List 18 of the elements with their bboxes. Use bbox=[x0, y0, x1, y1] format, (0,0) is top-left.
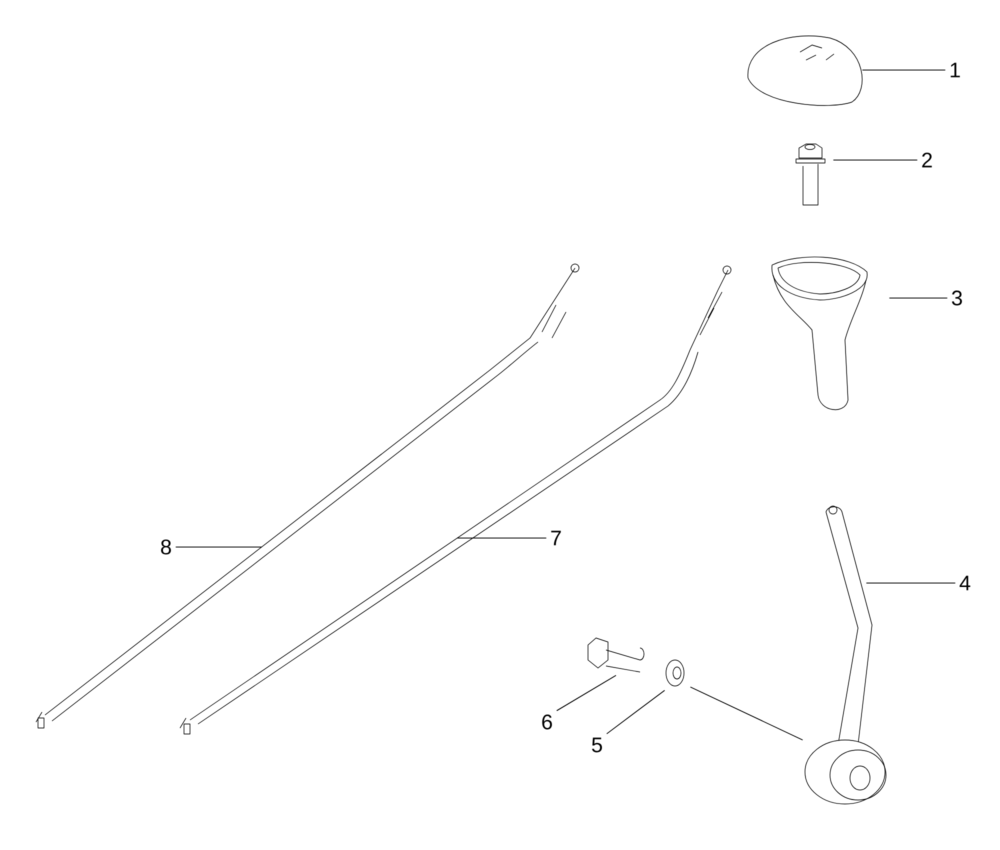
callout-number: 6 bbox=[542, 714, 552, 730]
callout-number: 3 bbox=[952, 290, 962, 306]
leader-line bbox=[175, 546, 262, 548]
leader-line bbox=[606, 690, 666, 734]
callout-number: 2 bbox=[922, 152, 932, 168]
cable-drawing bbox=[180, 266, 732, 734]
callout-number: 5 bbox=[592, 738, 602, 752]
boot-drawing bbox=[772, 256, 868, 410]
cable-drawing bbox=[36, 264, 580, 728]
leader-line bbox=[866, 582, 956, 584]
leader-line bbox=[690, 686, 804, 740]
callout-number: 7 bbox=[551, 530, 561, 546]
callout-number: 4 bbox=[960, 576, 970, 590]
leader-line bbox=[556, 674, 616, 712]
lever-drawing bbox=[804, 506, 886, 804]
knob-drawing bbox=[748, 36, 862, 106]
callout-number: 1 bbox=[950, 62, 960, 78]
bolt-drawing bbox=[796, 144, 826, 206]
